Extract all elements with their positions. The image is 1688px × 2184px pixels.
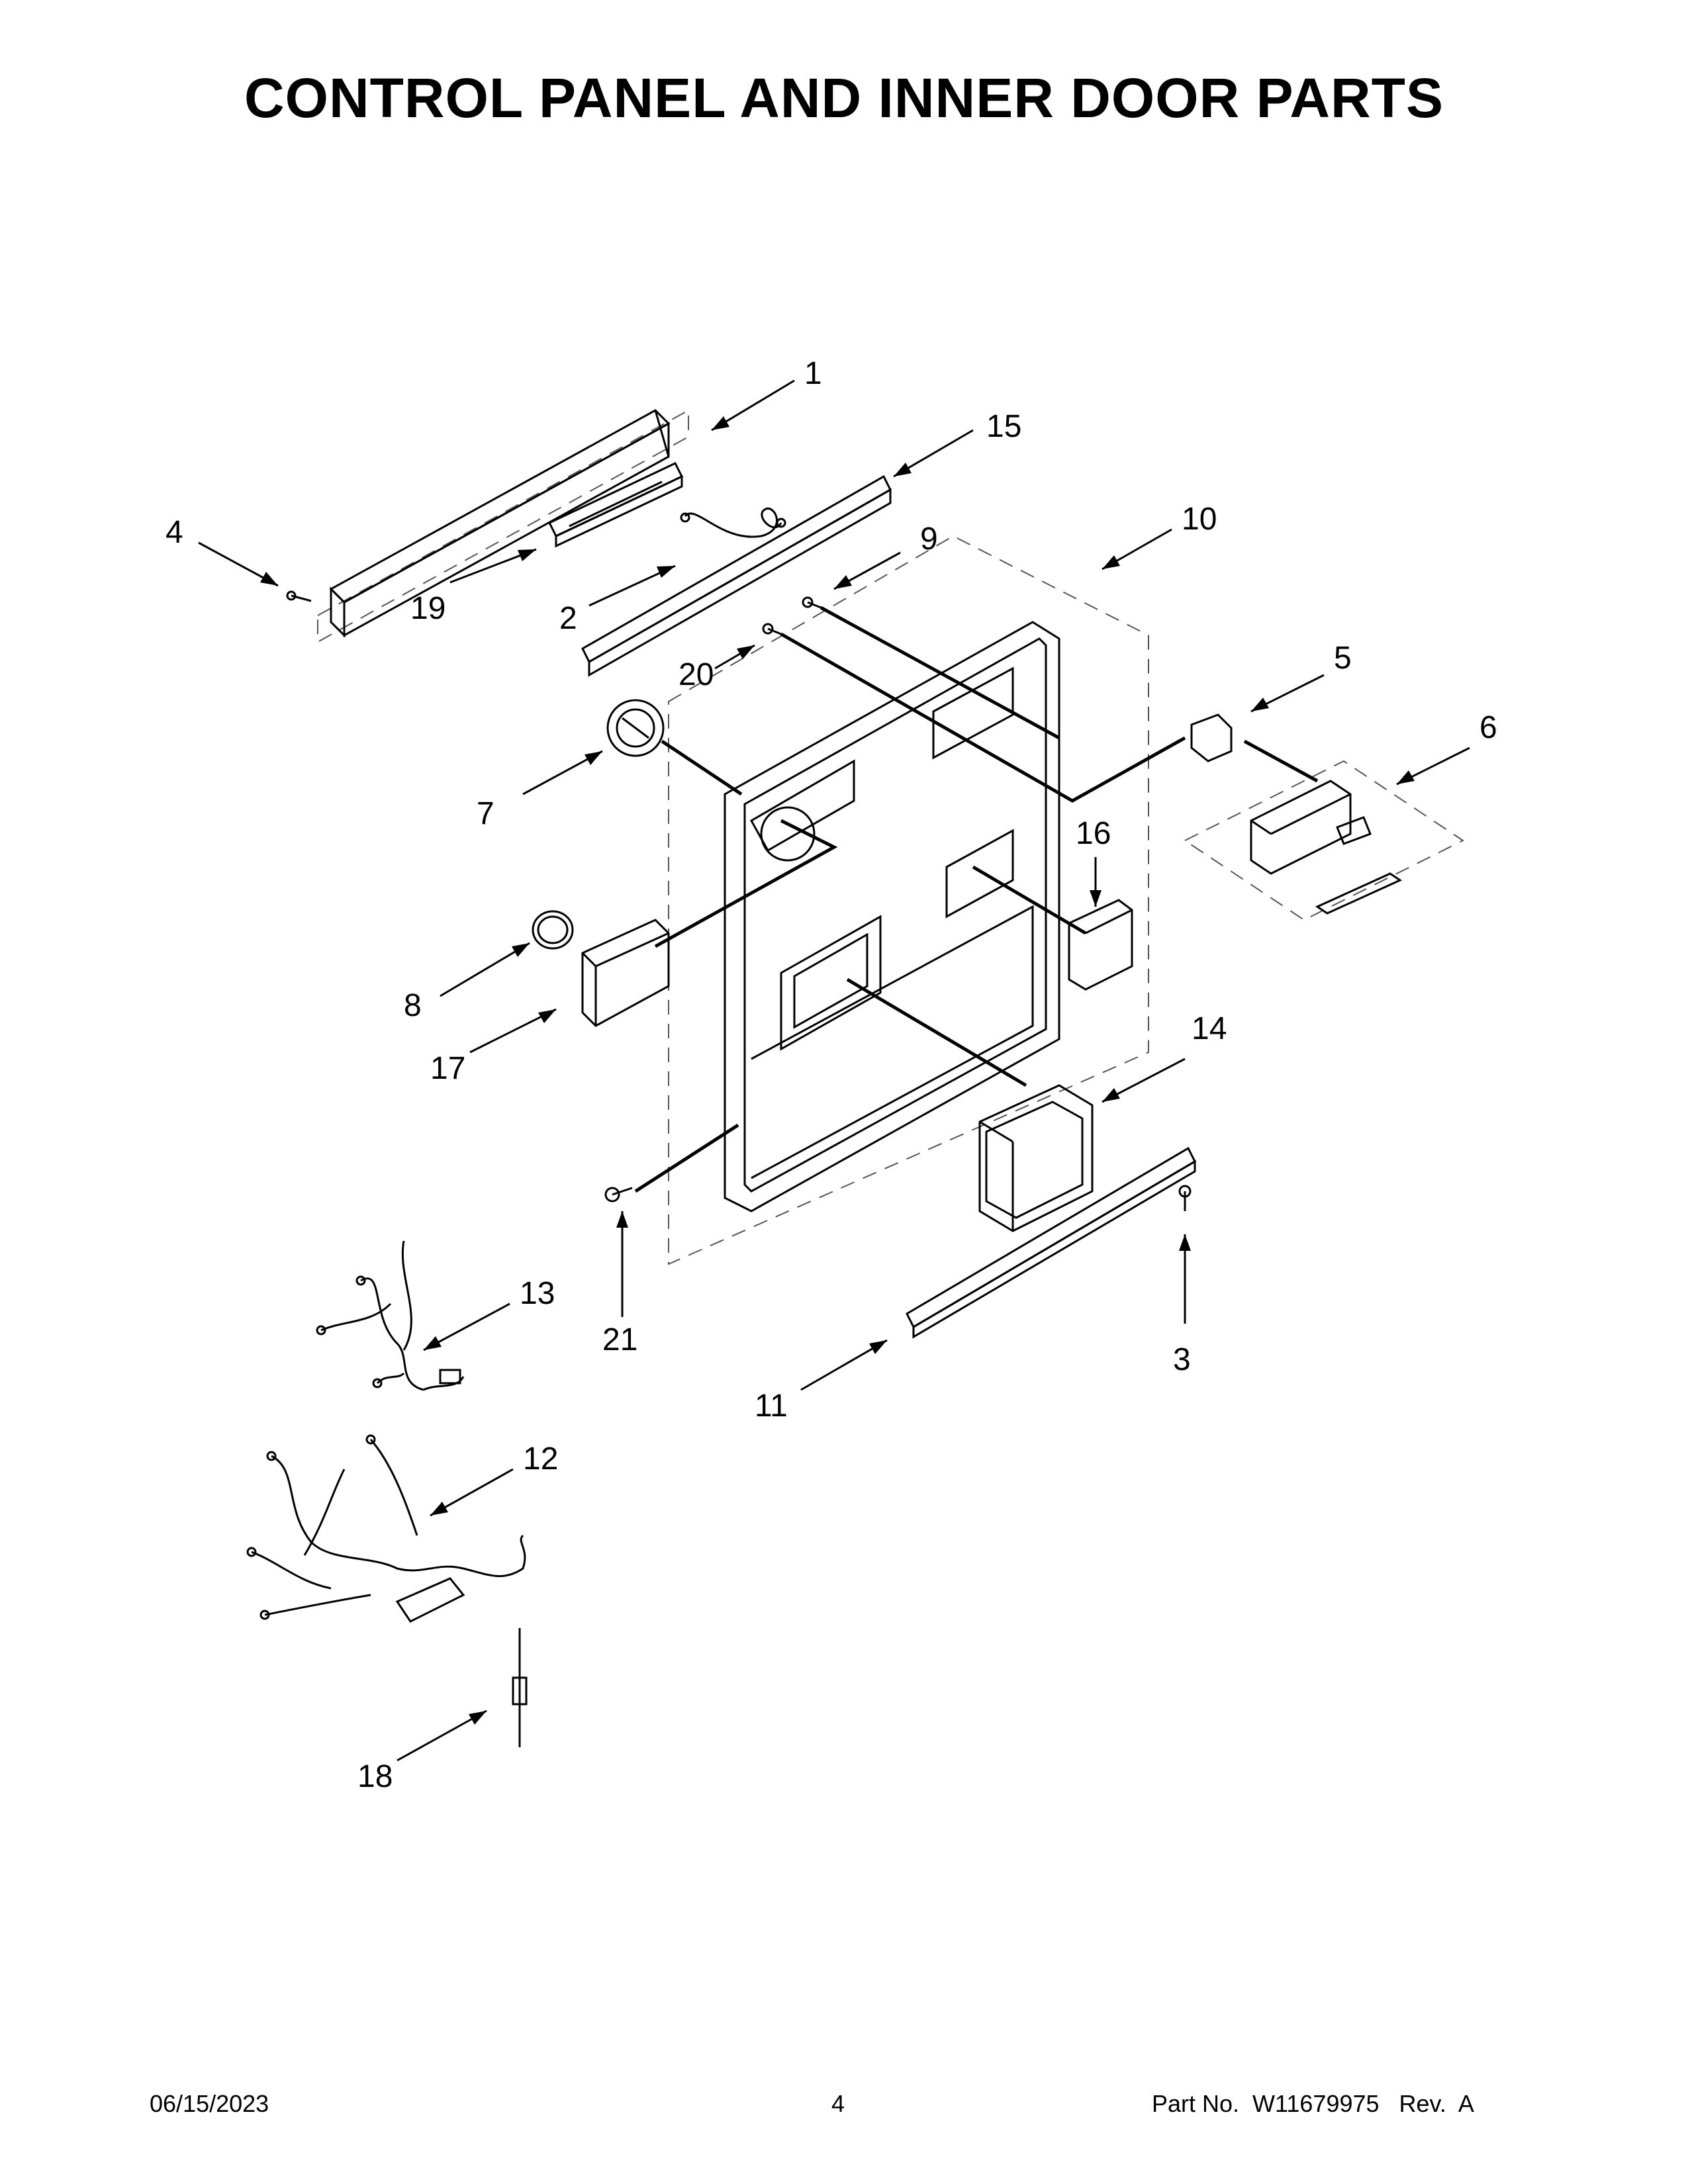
callout-7: 7 (477, 796, 494, 831)
screw-4-part (286, 590, 312, 602)
switch-5-part (1190, 713, 1233, 762)
callout-labels: 1 2 3 4 5 6 7 8 9 10 11 12 13 14 15 16 1… (165, 356, 1497, 1794)
latch-16-part (1068, 899, 1133, 991)
harness-13-part (316, 1240, 465, 1391)
footer-part-info: Part No. W11679975 Rev. A (1152, 2090, 1474, 2117)
fuse-18-part (512, 1628, 528, 1747)
o-ring-8-part (532, 910, 574, 950)
callout-17: 17 (430, 1051, 465, 1086)
callout-4: 4 (165, 515, 183, 550)
callout-3: 3 (1173, 1342, 1191, 1377)
screw-20-part (762, 623, 782, 635)
callout-arrows (198, 379, 1470, 1762)
vent-7-part (606, 699, 665, 757)
page-title: CONTROL PANEL AND INNER DOOR PARTS (244, 67, 1444, 129)
callout-6: 6 (1479, 710, 1497, 745)
screw-9-part (802, 596, 821, 609)
callout-20: 20 (679, 657, 714, 692)
callout-5: 5 (1334, 641, 1352, 676)
harness-12-part (246, 1434, 526, 1623)
callout-21: 21 (602, 1322, 637, 1357)
vent-assembly-17-part (581, 919, 670, 1027)
screw-3-part (1178, 1185, 1192, 1211)
callout-13: 13 (520, 1276, 555, 1311)
footer-page-number: 4 (831, 2090, 845, 2117)
callout-18: 18 (357, 1759, 393, 1794)
screw-21-part (604, 1187, 633, 1203)
callout-14: 14 (1192, 1011, 1227, 1046)
callout-11: 11 (755, 1388, 788, 1424)
leader-lines (634, 606, 1319, 1193)
callout-9: 9 (920, 522, 938, 557)
dispenser-14-part (978, 1084, 1094, 1232)
trim-11-part (906, 1146, 1196, 1339)
callout-10: 10 (1182, 502, 1217, 537)
gasket-15-part (581, 475, 892, 677)
callout-12: 12 (523, 1441, 558, 1477)
cable-2-part (680, 507, 786, 538)
callout-15: 15 (986, 409, 1021, 444)
control-panel-part (317, 409, 689, 643)
callout-19: 19 (410, 591, 445, 626)
callout-1: 1 (804, 356, 822, 391)
control-board-6-part (1184, 760, 1464, 921)
callout-16: 16 (1076, 816, 1111, 851)
footer-date: 06/15/2023 (150, 2090, 269, 2117)
ui-board-part (547, 462, 684, 548)
callout-2: 2 (559, 601, 577, 636)
callout-8: 8 (404, 988, 422, 1023)
